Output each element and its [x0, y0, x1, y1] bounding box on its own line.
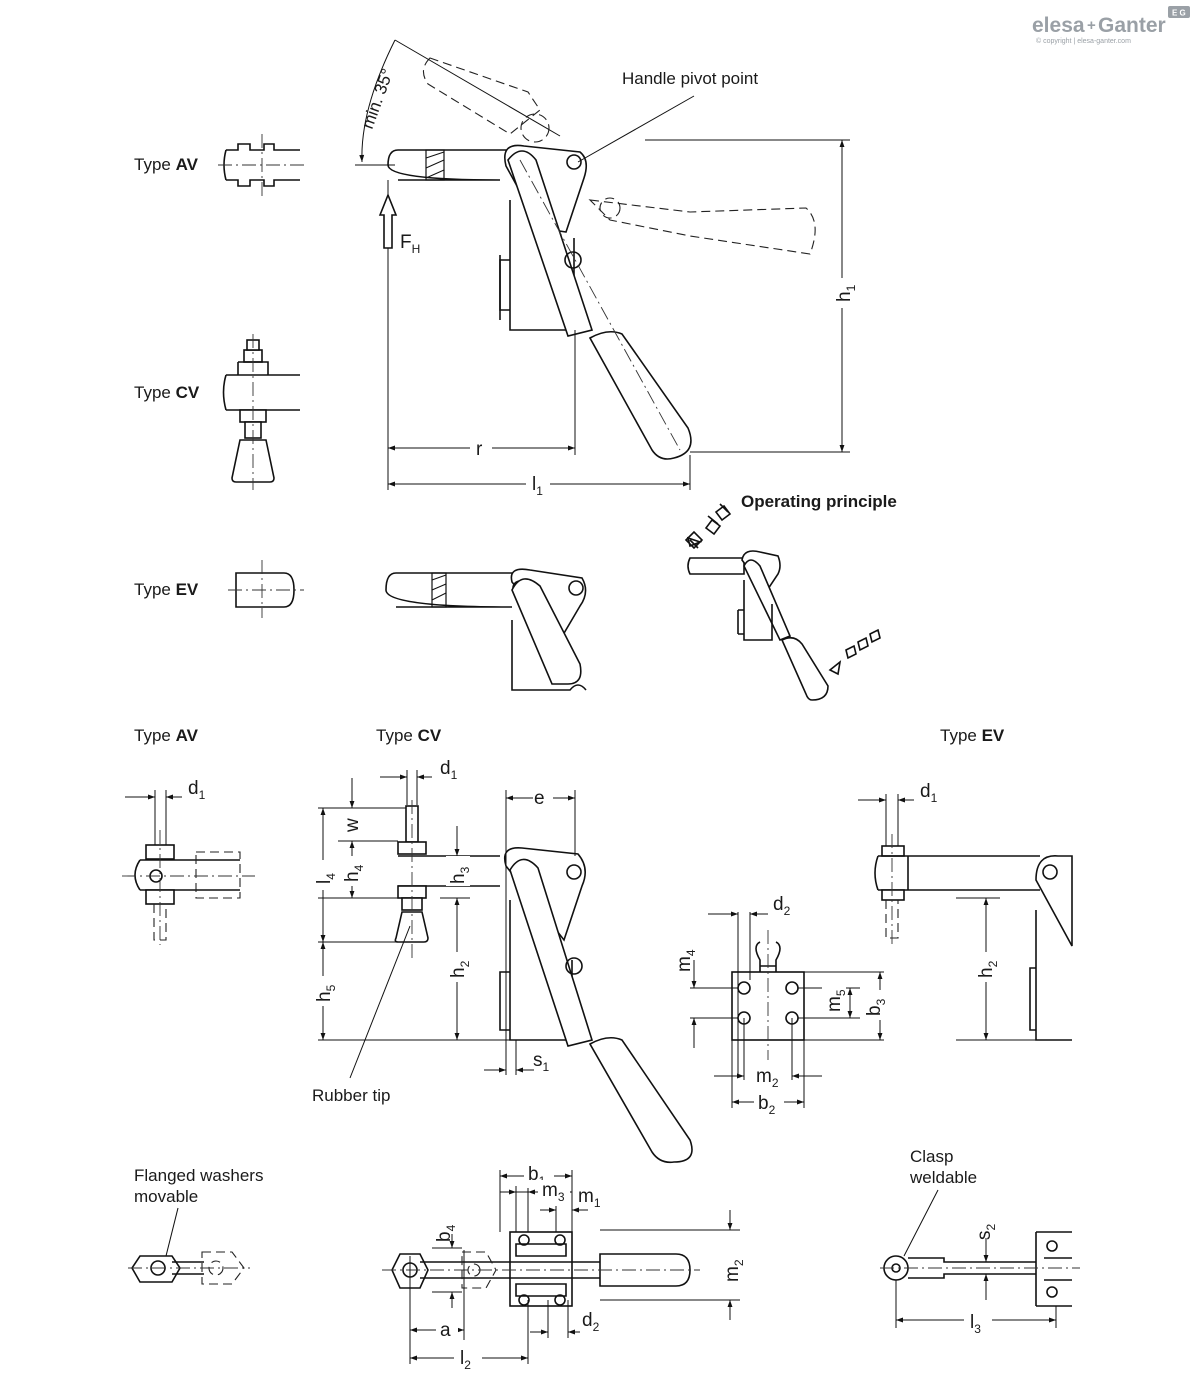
dim-d1-av: d1	[188, 778, 206, 802]
label-type-av-mid: Type AV	[134, 726, 199, 745]
dim-d2-plate: d2	[773, 894, 791, 918]
flanged-washers-view	[128, 1207, 250, 1285]
main-clamp-drawing	[355, 39, 850, 490]
type-av-side-view	[122, 790, 255, 945]
dim-h5: h5	[314, 984, 338, 1002]
clasp-view	[880, 1189, 1080, 1328]
dim-b4: b4	[434, 1224, 458, 1242]
dim-m2-bottom: m2	[722, 1259, 746, 1282]
logo-badge	[1168, 6, 1190, 18]
dim-h2-cv: h2	[448, 960, 472, 978]
dim-l2: l2	[460, 1348, 471, 1372]
dim-h3: h3	[448, 866, 472, 884]
brand-logo: elesa + Ganter E G © copyright | elesa-g…	[1032, 6, 1190, 45]
dim-d2-bottom: d2	[582, 1310, 600, 1334]
label-type-cv-mid: Type CV	[376, 726, 442, 745]
dim-h4: h4	[342, 864, 366, 882]
label-rubber-tip: Rubber tip	[312, 1086, 390, 1105]
operating-principle-drawing	[684, 503, 881, 701]
label-movable: movable	[134, 1187, 198, 1206]
logo-text-plus: +	[1087, 17, 1096, 34]
dim-l4: l4	[314, 873, 338, 884]
profile-type-av-top	[218, 134, 306, 196]
dim-m1: m1	[578, 1186, 601, 1210]
label-force-fh: FH	[400, 232, 420, 256]
label-weldable: weldable	[909, 1168, 977, 1187]
label-type-ev-mid: Type EV	[940, 726, 1005, 745]
logo-copyright: © copyright | elesa-ganter.com	[1036, 37, 1131, 45]
profile-type-cv-top	[222, 334, 300, 490]
label-operating-principle: Operating principle	[741, 492, 897, 511]
base-plate-view	[690, 911, 884, 1108]
type-ev-clamp-drawing	[385, 568, 587, 691]
type-cv-side-view	[318, 770, 693, 1164]
dim-w: w	[342, 818, 363, 833]
dim-d1-ev: d1	[920, 781, 938, 805]
dim-r: r	[476, 439, 483, 460]
dim-m2-plate: m2	[756, 1066, 779, 1090]
label-type-ev-top: Type EV	[134, 580, 199, 599]
dim-s1: s1	[533, 1050, 550, 1074]
dim-e: e	[534, 788, 545, 809]
logo-text-right: Ganter	[1098, 14, 1166, 37]
dim-b2: b2	[758, 1093, 776, 1117]
dim-l1: l1	[532, 474, 543, 498]
label-clasp: Clasp	[910, 1147, 953, 1166]
label-type-av-top: Type AV	[134, 155, 199, 174]
label-flanged-washers: Flanged washers	[134, 1166, 263, 1185]
dim-s2: s2	[974, 1224, 998, 1241]
dim-m5: m5	[824, 989, 848, 1012]
logo-badge-text: E G	[1172, 9, 1186, 18]
label-handle-pivot-point: Handle pivot point	[622, 69, 758, 88]
type-ev-side-view	[858, 794, 1073, 1041]
label-type-cv-top: Type CV	[134, 383, 200, 402]
profile-type-ev-top	[228, 560, 304, 618]
dim-b3: b3	[864, 998, 888, 1016]
dim-a: a	[440, 1320, 451, 1341]
dim-m3: m3	[542, 1180, 565, 1204]
dim-m4: m4	[674, 949, 698, 972]
dim-h2-ev: h2	[976, 960, 1000, 978]
dim-l3: l3	[970, 1312, 981, 1336]
dim-h1: h1	[834, 284, 858, 302]
dim-d1-cv: d1	[440, 758, 458, 782]
logo-text-left: elesa	[1032, 14, 1085, 37]
label-min-angle: min. 35°	[358, 66, 397, 131]
